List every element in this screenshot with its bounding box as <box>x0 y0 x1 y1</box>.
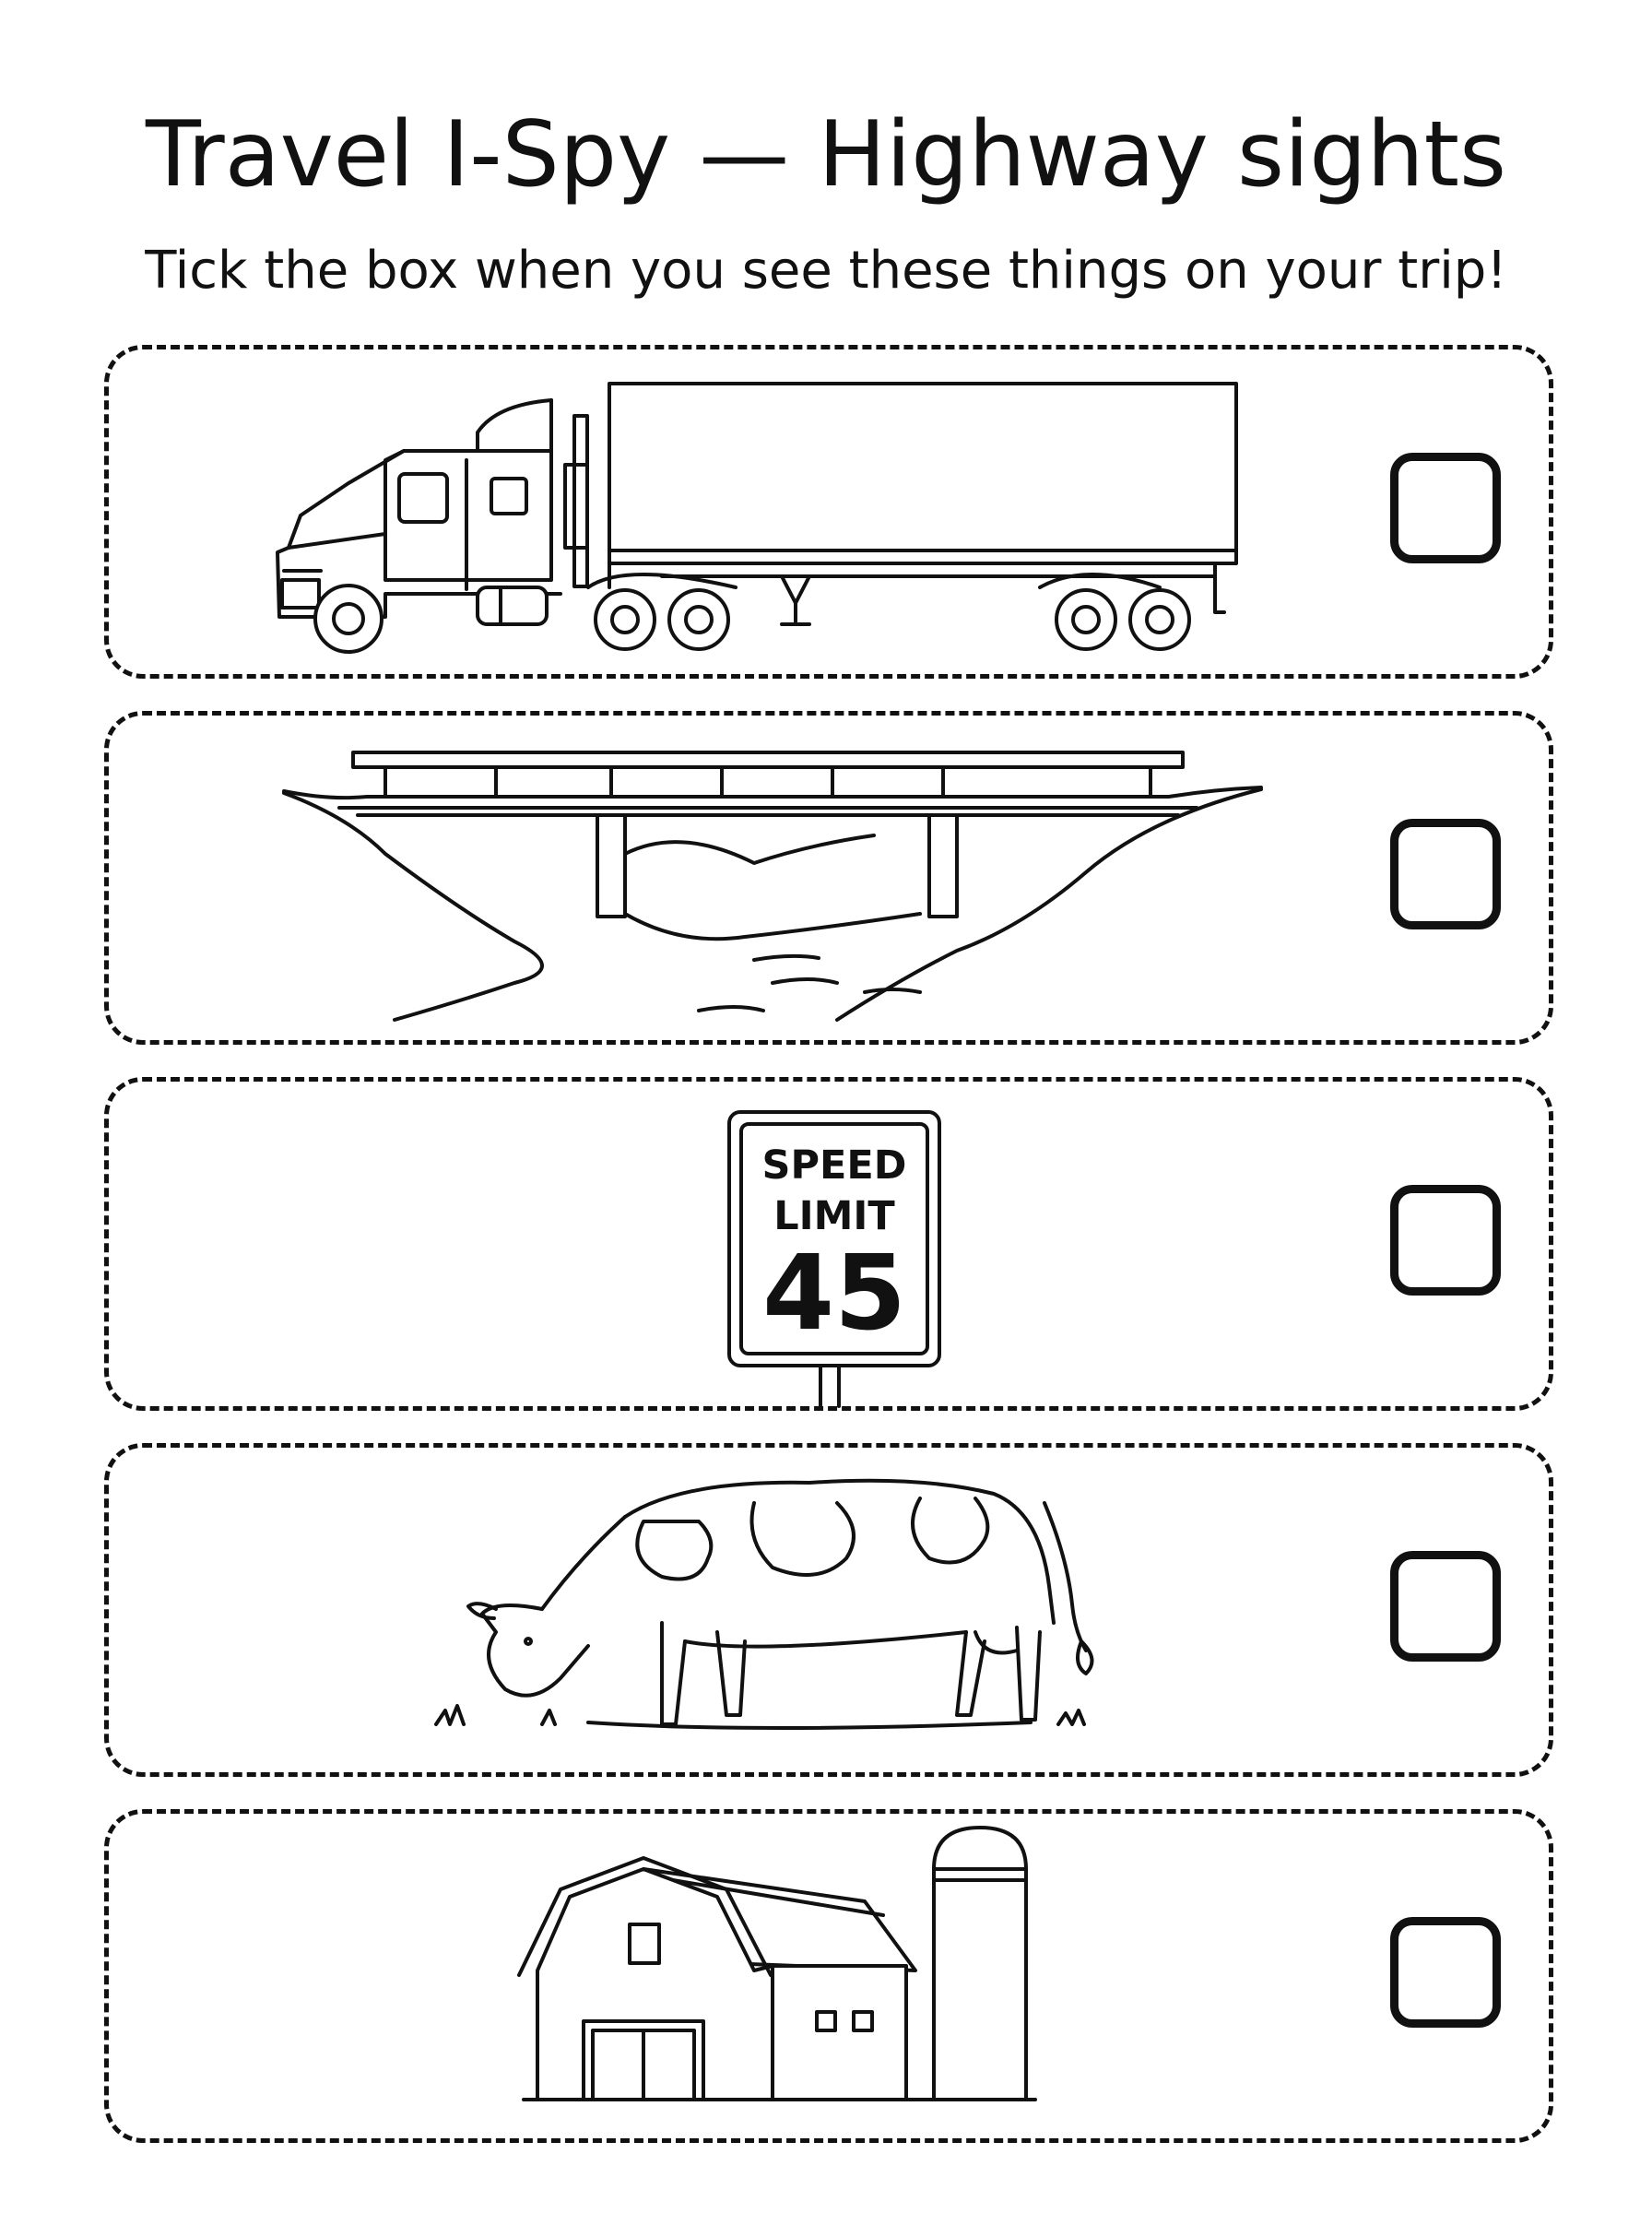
speed-limit-sign-icon: SPEED LIMIT 45 <box>727 1110 941 1408</box>
item-row-barn <box>104 1809 1553 2143</box>
sign-number-text: 45 <box>762 1234 906 1354</box>
checkbox-truck[interactable] <box>1390 453 1501 563</box>
sign-line2-text: LIMIT <box>773 1193 895 1239</box>
checkbox-bridge[interactable] <box>1390 819 1501 929</box>
checkbox-barn[interactable] <box>1390 1917 1501 2028</box>
sign-line1-text: SPEED <box>762 1142 907 1189</box>
cow-icon <box>434 1478 1094 1730</box>
item-row-speed-sign: SPEED LIMIT 45 <box>104 1077 1553 1411</box>
item-row-cow <box>104 1443 1553 1777</box>
checkbox-cow[interactable] <box>1390 1551 1501 1662</box>
semi-truck-icon <box>276 382 1238 654</box>
barn-icon <box>517 1826 1037 2101</box>
item-row-bridge <box>104 711 1553 1045</box>
page-title: Travel I-Spy — Highway sights <box>145 102 1507 207</box>
instructions-text: Tick the box when you see these things o… <box>145 241 1507 301</box>
item-row-truck <box>104 345 1553 679</box>
bridge-icon <box>282 751 1263 1022</box>
checkbox-speed-sign[interactable] <box>1390 1185 1501 1296</box>
